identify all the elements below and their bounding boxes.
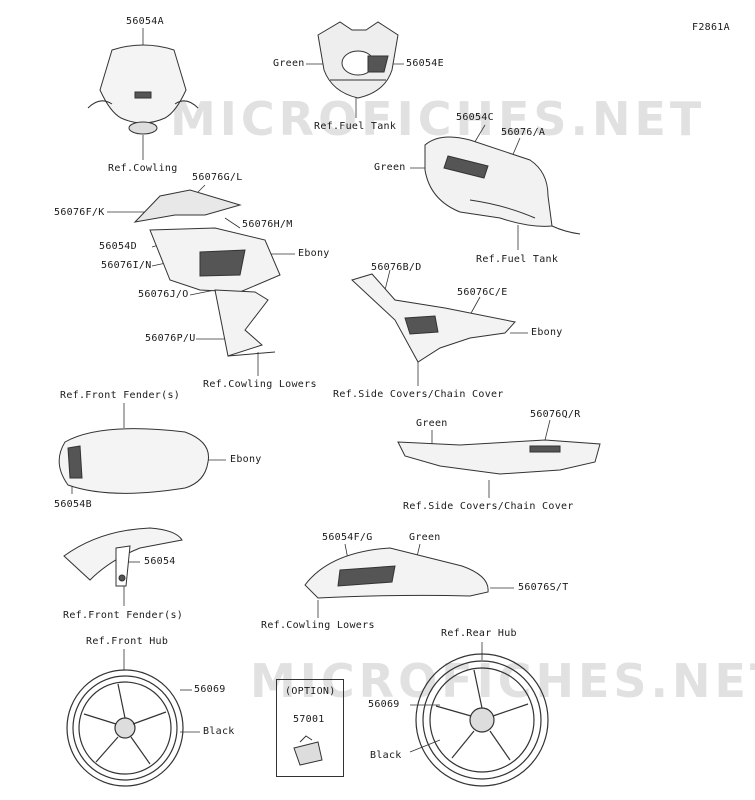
label-56076HM: 56076H/M bbox=[242, 219, 293, 230]
side-cover-decal-shape bbox=[351, 273, 516, 363]
label-56069-rear: 56069 bbox=[368, 699, 400, 710]
label-56069-front: 56069 bbox=[194, 684, 226, 695]
label-ref-cowling: Ref.Cowling bbox=[108, 163, 178, 174]
label-56076IN: 56076I/N bbox=[101, 260, 152, 271]
front-wheel-shape bbox=[66, 669, 184, 787]
figure-code: F2861A bbox=[692, 22, 730, 33]
label-56054D: 56054D bbox=[99, 241, 137, 252]
label-ref-front-fender-2: Ref.Front Fender(s) bbox=[63, 610, 184, 621]
label-56076GL: 56076G/L bbox=[192, 172, 243, 183]
label-ref-front-hub: Ref.Front Hub bbox=[86, 636, 169, 647]
label-56054FG: 56054F/G bbox=[322, 532, 373, 543]
label-green-tank: Green bbox=[374, 162, 406, 173]
label-56076BD: 56076B/D bbox=[371, 262, 422, 273]
tail-decal-shape bbox=[397, 439, 601, 475]
label-ref-cowling-lowers-1: Ref.Cowling Lowers bbox=[203, 379, 317, 390]
front-fender-top-shape bbox=[58, 428, 210, 494]
label-56054B: 56054B bbox=[54, 499, 92, 510]
label-black-front: Black bbox=[203, 726, 235, 737]
watermark-bottom: MICROFICHES.NET bbox=[250, 654, 755, 708]
label-56076PU: 56076P/U bbox=[145, 333, 196, 344]
option-title: (OPTION) bbox=[285, 686, 336, 697]
label-56076QR: 56076Q/R bbox=[530, 409, 581, 420]
label-56054A: 56054A bbox=[126, 16, 164, 27]
label-56054E: 56054E bbox=[406, 58, 444, 69]
label-ebony-cowl: Ebony bbox=[298, 248, 330, 259]
watermark-top: MICROFICHES.NET bbox=[170, 92, 706, 146]
tank-top-decal-shape bbox=[317, 21, 399, 99]
label-56076CE: 56076C/E bbox=[457, 287, 508, 298]
label-ref-front-fender-1: Ref.Front Fender(s) bbox=[60, 390, 181, 401]
tank-side-decal-shape bbox=[424, 136, 581, 235]
cowling-decals-shape bbox=[133, 189, 281, 357]
label-56054C: 56054C bbox=[456, 112, 494, 123]
label-56054: 56054 bbox=[144, 556, 176, 567]
label-56076FK: 56076F/K bbox=[54, 207, 105, 218]
label-green-tail: Green bbox=[416, 418, 448, 429]
label-56076A: 56076/A bbox=[501, 127, 546, 138]
label-ref-rear-hub: Ref.Rear Hub bbox=[441, 628, 517, 639]
label-green-top: Green bbox=[273, 58, 305, 69]
label-black-rear: Black bbox=[370, 750, 402, 761]
front-fender-side-shape bbox=[63, 527, 183, 587]
label-ref-fuel-tank-2: Ref.Fuel Tank bbox=[476, 254, 559, 265]
rear-wheel-shape bbox=[415, 653, 549, 787]
windscreen-decal-shape bbox=[87, 44, 199, 135]
label-ref-side-covers-1: Ref.Side Covers/Chain Cover bbox=[333, 389, 504, 400]
label-ref-cowling-lowers-2: Ref.Cowling Lowers bbox=[261, 620, 375, 631]
label-ebony-side: Ebony bbox=[531, 327, 563, 338]
label-ebony-fender: Ebony bbox=[230, 454, 262, 465]
label-green-lower: Green bbox=[409, 532, 441, 543]
label-ref-fuel-tank-1: Ref.Fuel Tank bbox=[314, 121, 397, 132]
label-ref-side-covers-2: Ref.Side Covers/Chain Cover bbox=[403, 501, 574, 512]
lower-cowling-decal-shape bbox=[304, 547, 489, 599]
label-56076ST: 56076S/T bbox=[518, 582, 569, 593]
option-tool-shape bbox=[293, 735, 323, 766]
label-56076JO: 56076J/O bbox=[138, 289, 189, 300]
option-part-number: 57001 bbox=[293, 714, 325, 725]
option-box: (OPTION) 57001 bbox=[276, 679, 344, 777]
